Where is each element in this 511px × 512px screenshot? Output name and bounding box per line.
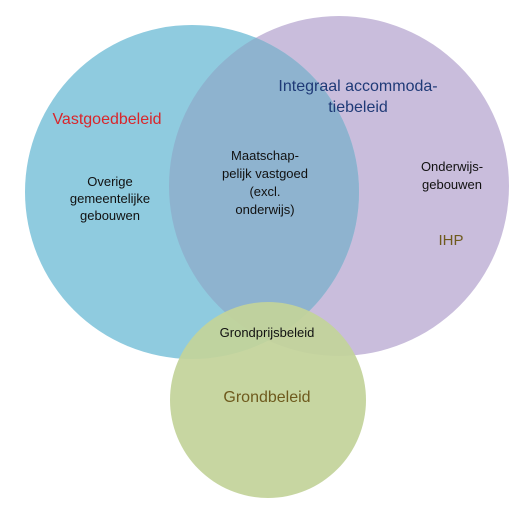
overige-gebouwen-line1: Overige <box>87 174 133 189</box>
maatschappelijk-vastgoed-line3: (excl. <box>249 184 280 199</box>
onderwijsgebouwen-line1: Onderwijs- <box>421 159 483 174</box>
ihp-label: IHP <box>438 232 463 249</box>
overlap-region <box>169 25 359 356</box>
maatschappelijk-vastgoed-line1: Maatschap- <box>231 148 299 163</box>
integraal-title-line2: tiebeleid <box>328 99 388 116</box>
onderwijsgebouwen-line2: gebouwen <box>422 177 482 192</box>
vastgoedbeleid-title: Vastgoedbeleid <box>52 111 161 128</box>
grondprijsbeleid-label: Grondprijsbeleid <box>220 325 315 340</box>
integraal-title-line1: Integraal accommoda- <box>278 78 437 95</box>
grondbeleid-circle <box>170 302 366 498</box>
overige-gebouwen-line2: gemeentelijke <box>70 191 150 206</box>
maatschappelijk-vastgoed-line2: pelijk vastgoed <box>222 166 308 181</box>
grondbeleid-title: Grondbeleid <box>223 389 310 406</box>
maatschappelijk-vastgoed-line4: onderwijs) <box>235 202 294 217</box>
overige-gebouwen-line3: gebouwen <box>80 208 140 223</box>
